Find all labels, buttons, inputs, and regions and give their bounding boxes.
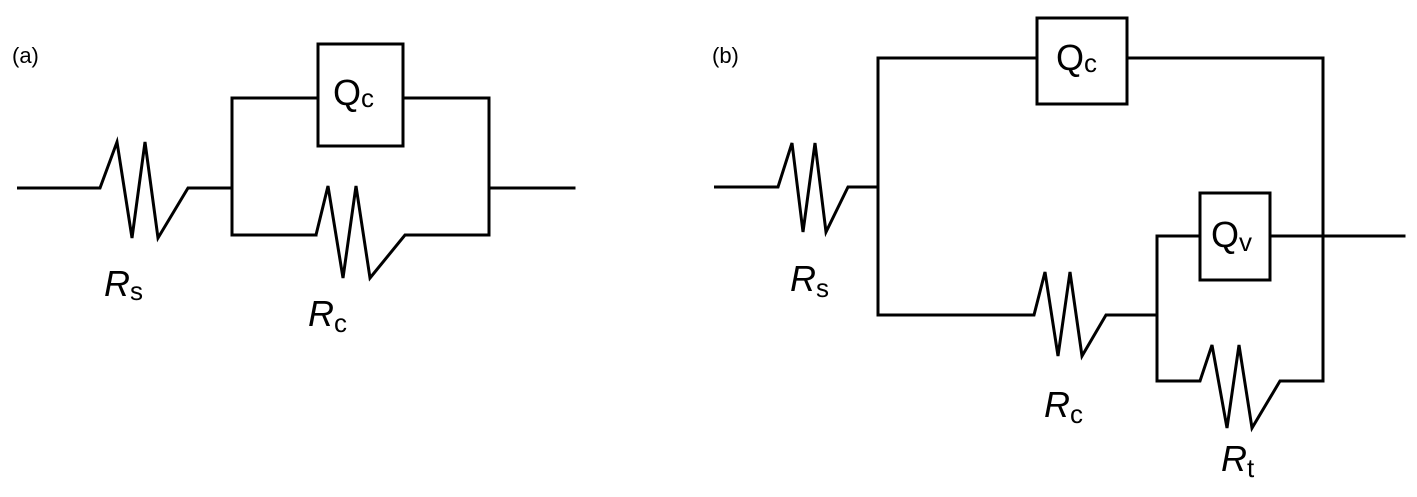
label-rt-b: Rt xyxy=(1221,438,1255,483)
label-qv-b: Qv xyxy=(1211,214,1252,257)
label-rc-a-main: R xyxy=(308,293,334,334)
panel-label-a: (a) xyxy=(12,43,39,68)
label-rc-a: Rc xyxy=(308,293,347,338)
label-qc-b-main: Q xyxy=(1056,37,1084,78)
resistor-rs-a xyxy=(17,136,232,243)
label-rs-b-sub: s xyxy=(816,273,829,303)
label-rc-b: Rc xyxy=(1044,384,1083,429)
label-rc-b-main: R xyxy=(1044,384,1070,425)
diagram-b: (b) Qc Qv Rs Rc Rt xyxy=(712,16,1406,483)
label-qc-a-main: Q xyxy=(333,72,361,113)
label-rt-b-main: R xyxy=(1221,438,1247,479)
wire-upper-branch-right-a xyxy=(401,96,491,190)
wire-upper-branch-a xyxy=(230,96,320,190)
label-rt-b-sub: t xyxy=(1247,453,1255,483)
label-qv-b-sub: v xyxy=(1239,227,1252,257)
label-qc-b-sub: c xyxy=(1084,48,1097,78)
label-rc-a-sub: c xyxy=(334,308,347,338)
label-rc-b-sub: c xyxy=(1070,399,1083,429)
label-rs-a-main: R xyxy=(104,263,130,304)
label-rs-a-sub: s xyxy=(130,276,143,306)
resistor-rc-a xyxy=(314,185,491,282)
cpe-qv-b xyxy=(1198,191,1272,282)
label-rs-b-main: R xyxy=(790,258,816,299)
label-rs-a: Rs xyxy=(104,263,143,306)
panel-label-b: (b) xyxy=(712,43,739,68)
label-qc-a-sub: c xyxy=(361,83,374,113)
wire-lower-left-a xyxy=(230,186,318,237)
diagram-a: (a) Qc Rs Rc xyxy=(12,42,576,338)
label-rs-b: Rs xyxy=(790,258,829,303)
resistor-rc-b xyxy=(878,271,1158,361)
resistor-rs-b xyxy=(714,142,878,238)
resistor-rt-b xyxy=(1157,344,1323,433)
wire-inner-left-rail-b xyxy=(1155,234,1202,383)
label-qc-b: Qc xyxy=(1056,37,1097,78)
label-qv-b-main: Q xyxy=(1211,214,1239,255)
cpe-qc-b xyxy=(1035,16,1129,106)
wire-top-right-b xyxy=(1125,56,1325,383)
cpe-qc-a xyxy=(316,42,405,148)
label-qc-a: Qc xyxy=(333,72,374,113)
